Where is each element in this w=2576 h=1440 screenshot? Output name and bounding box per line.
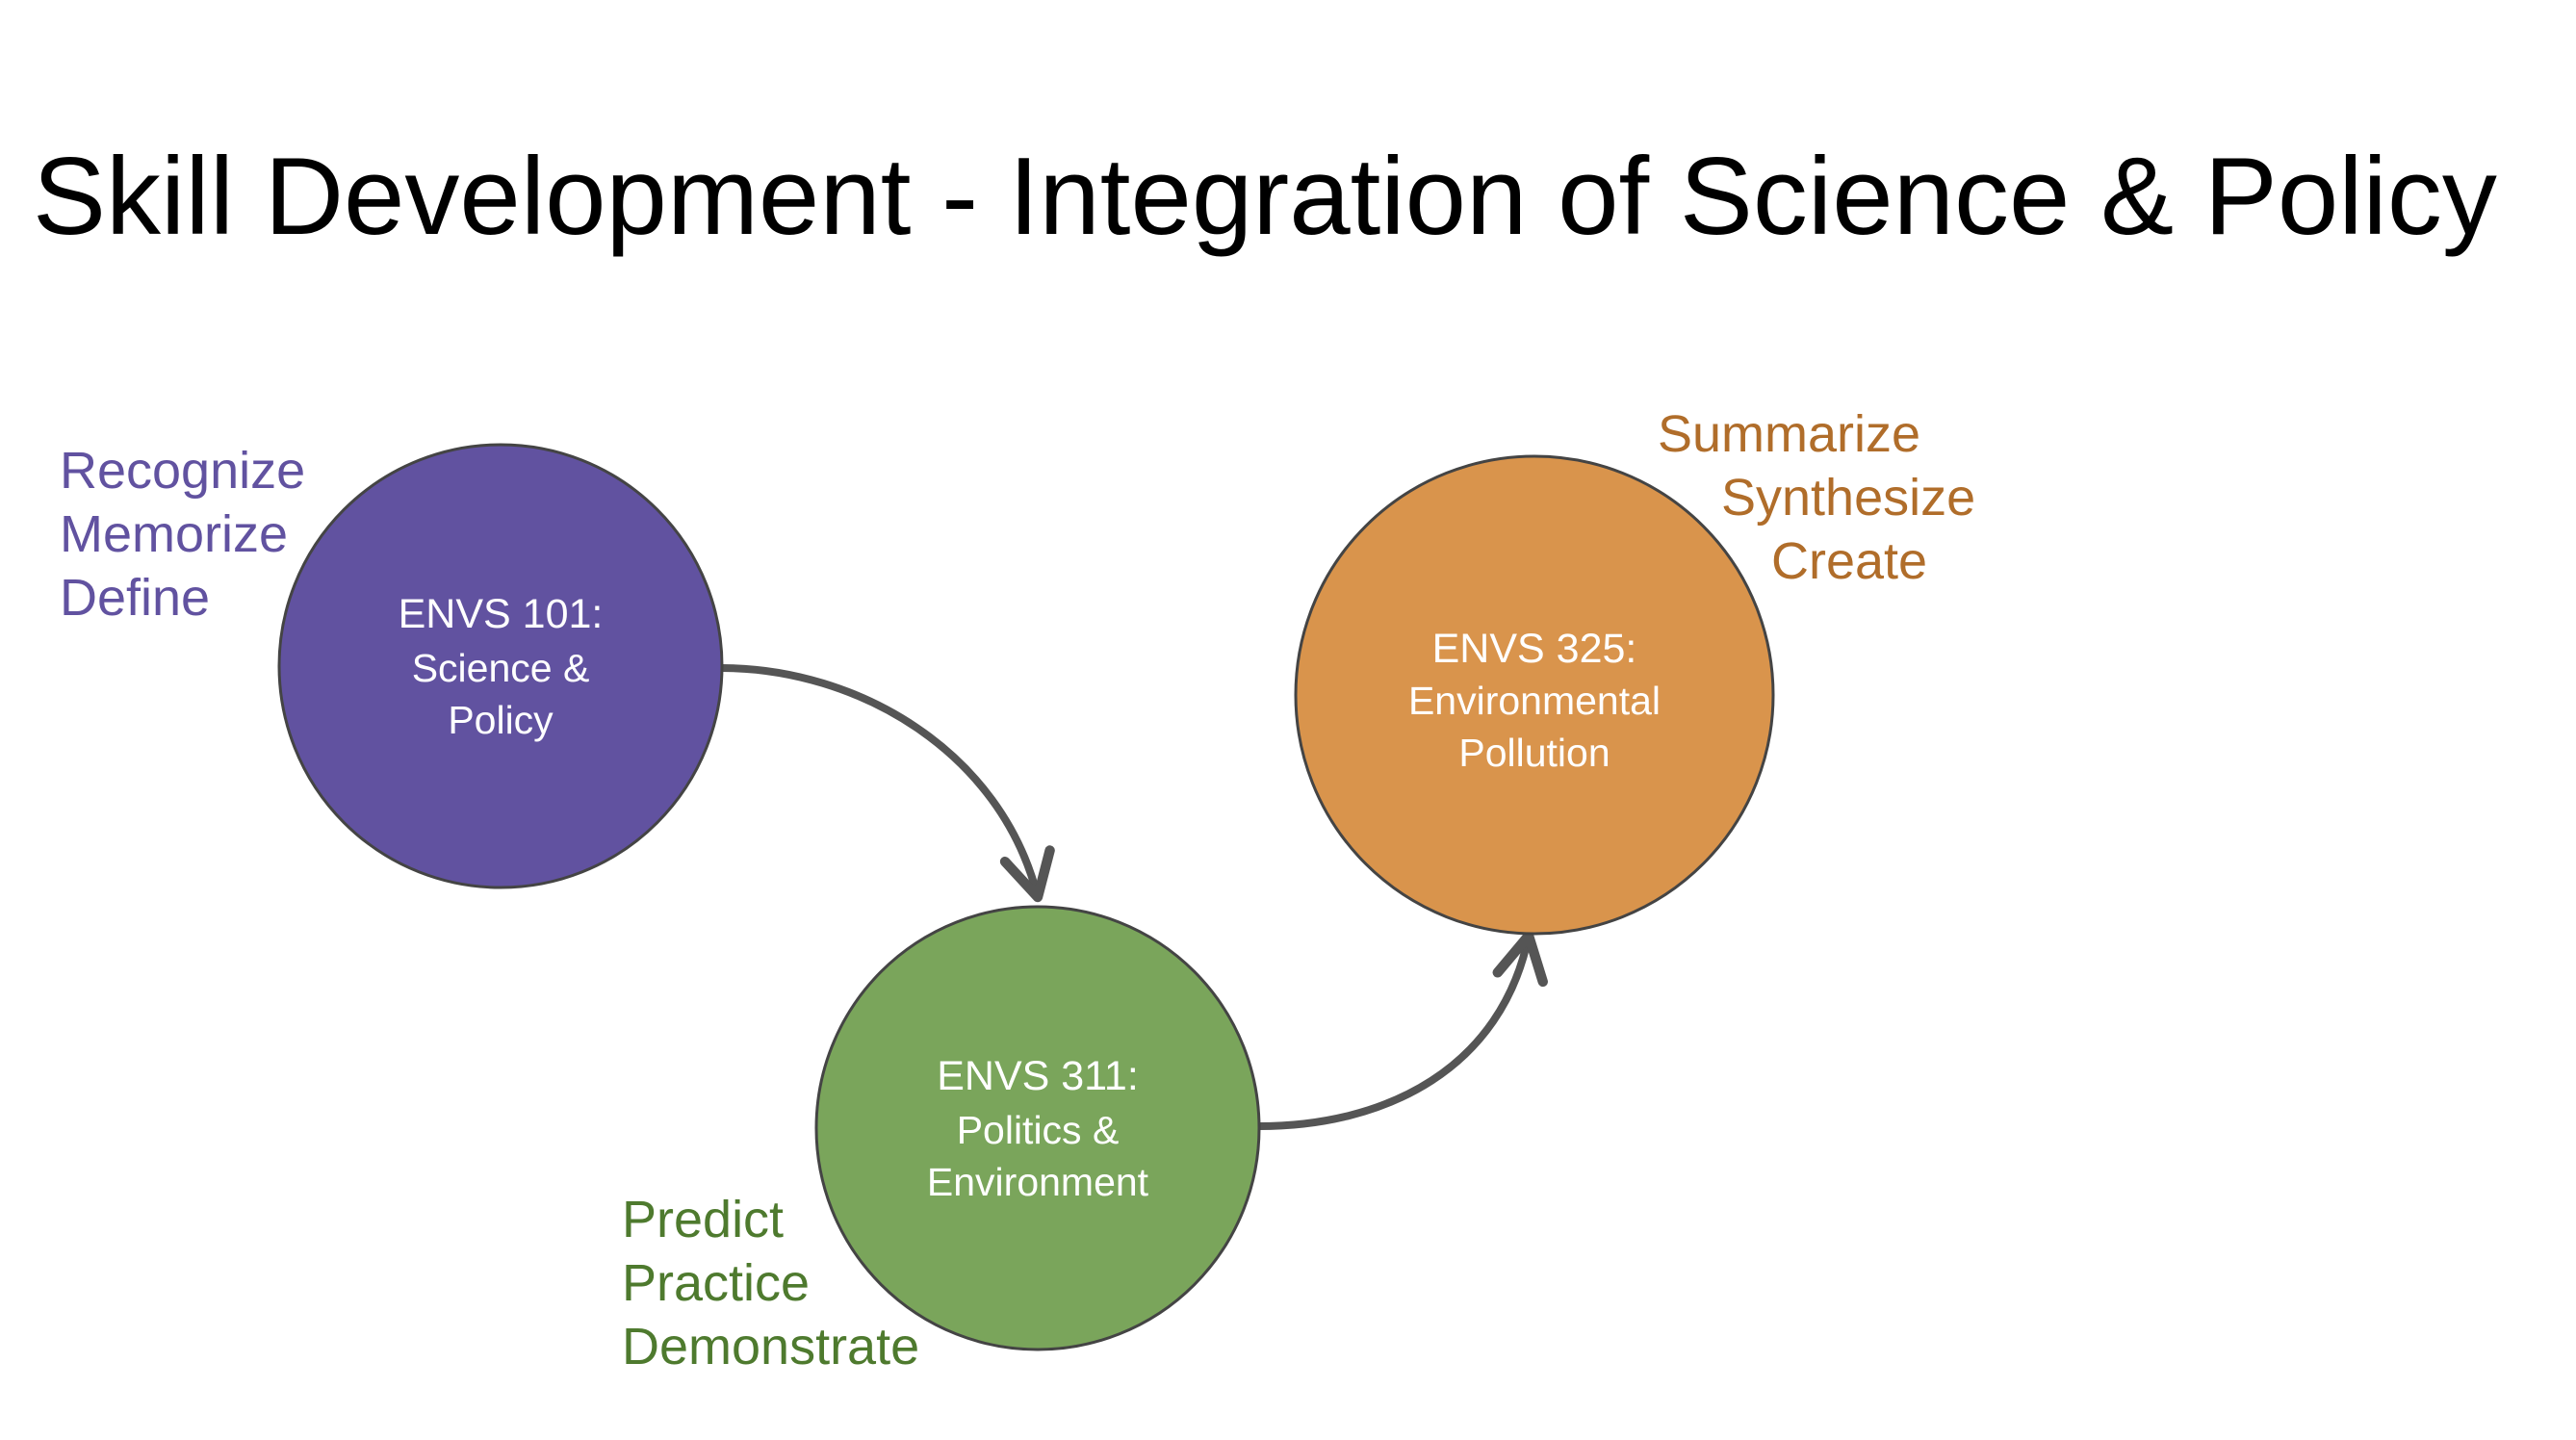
course-circle-envs101	[277, 443, 724, 889]
skill-item: Summarize	[1658, 405, 1921, 463]
course-code: ENVS 311:	[937, 1053, 1139, 1099]
course-name-line1: Environmental	[1408, 679, 1661, 723]
course-node-envs101: ENVS 101: Science & Policy	[277, 443, 724, 889]
course-name-line2: Policy	[448, 698, 554, 742]
course-circle-envs311	[814, 905, 1261, 1351]
skill-item: Predict	[622, 1191, 785, 1248]
course-code: ENVS 325:	[1432, 626, 1637, 672]
skill-item: Demonstrate	[622, 1318, 920, 1376]
course-circle-envs325	[1294, 454, 1775, 936]
course-name-line1: Science &	[412, 646, 590, 690]
slide-title: Skill Development - Integration of Scien…	[33, 136, 2497, 258]
course-node-envs325: ENVS 325: Environmental Pollution	[1294, 454, 1775, 936]
skill-item: Memorize	[60, 505, 289, 563]
skill-item: Recognize	[60, 442, 306, 500]
course-name-line2: Pollution	[1458, 731, 1610, 775]
skill-list-envs101: Recognize Memorize Define	[60, 439, 305, 630]
course-code: ENVS 101:	[399, 591, 604, 637]
arrow-311-to-325	[1258, 930, 1548, 1130]
skill-list-envs311: Predict Practice Demonstrate	[622, 1188, 919, 1378]
skill-item: Practice	[622, 1254, 811, 1312]
arrow-101-to-311	[721, 664, 1055, 903]
skill-item: Define	[60, 569, 211, 627]
skill-item: Synthesize	[1721, 469, 1976, 527]
skill-item: Create	[1771, 532, 1928, 590]
course-name-line2: Environment	[927, 1160, 1149, 1204]
course-node-envs311: ENVS 311: Politics & Environment	[814, 905, 1261, 1351]
skill-list-envs325: Summarize Synthesize Create	[1658, 402, 1975, 593]
course-name-line1: Politics &	[957, 1108, 1120, 1152]
